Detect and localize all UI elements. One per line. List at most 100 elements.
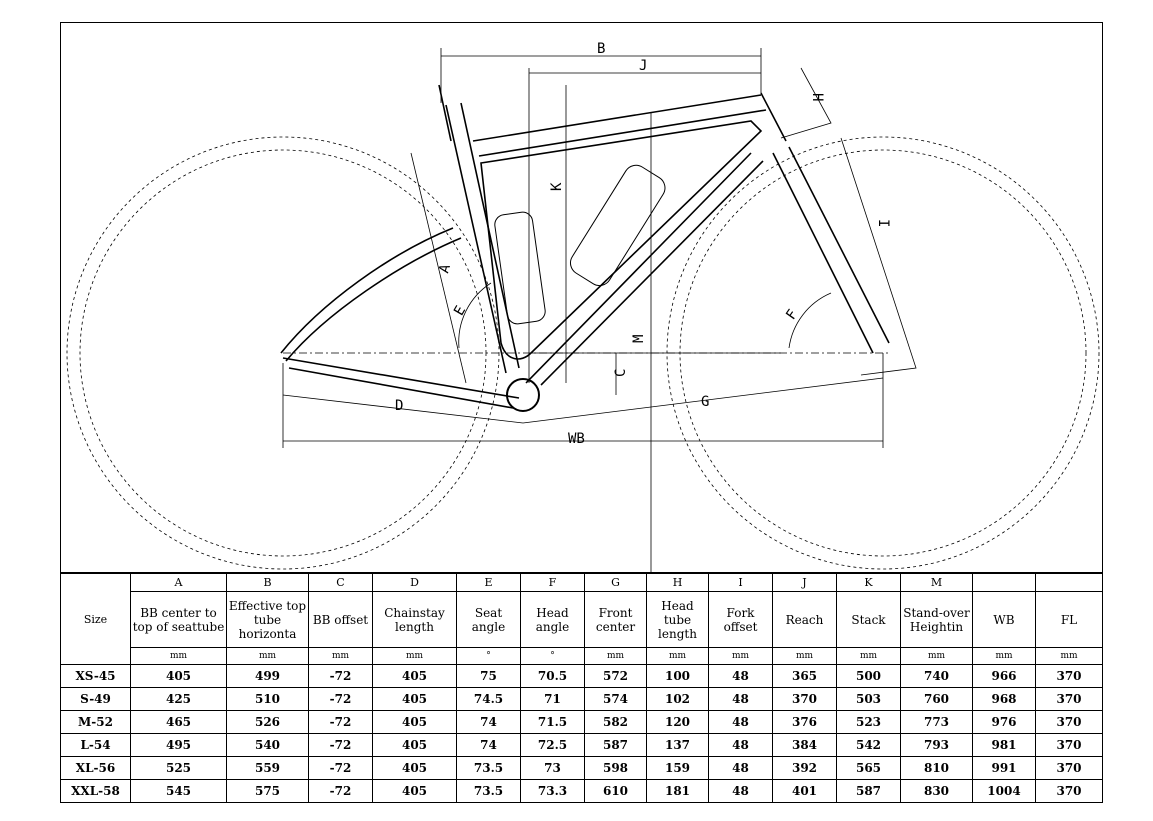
table-cell: 405	[130, 664, 227, 688]
table-cell: 966	[972, 664, 1036, 688]
column-letter: G	[584, 573, 647, 592]
frame-diagram: B J H K I A E F M C D G WB	[66, 41, 1100, 572]
column-name: Front center	[584, 591, 647, 648]
size-cell: XXL-58	[60, 779, 131, 803]
dim-h	[780, 67, 832, 139]
column-unit: °	[456, 647, 521, 665]
table-cell: 48	[708, 779, 773, 803]
table-cell: -72	[308, 664, 373, 688]
column-unit: mm	[646, 647, 709, 665]
dim-label-m: M	[631, 335, 647, 343]
table-cell: 181	[646, 779, 709, 803]
column-letter: B	[226, 573, 309, 592]
table-cell: 1004	[972, 779, 1036, 803]
table-cell: 559	[226, 756, 309, 780]
table-cell: -72	[308, 687, 373, 711]
fork	[772, 152, 874, 354]
dim-a	[410, 152, 467, 384]
column-name: Seat angle	[456, 591, 521, 648]
top-tube	[472, 94, 762, 142]
dim-d	[282, 394, 524, 424]
table-cell: 370	[1035, 664, 1103, 688]
dim-label-b: B	[597, 41, 605, 57]
column-name: Chainstay length	[372, 591, 457, 648]
table-cell: 574	[584, 687, 647, 711]
table-cell: 610	[584, 779, 647, 803]
table-cell: 71.5	[520, 710, 585, 734]
table-cell: 793	[900, 733, 973, 757]
table-cell: 572	[584, 664, 647, 688]
table-cell: 365	[772, 664, 837, 688]
column-name: Stack	[836, 591, 901, 648]
table-cell: 370	[1035, 733, 1103, 757]
top-tube-lower	[478, 109, 767, 157]
chain-stay-inner	[288, 367, 514, 409]
table-cell: 48	[708, 710, 773, 734]
dim-g	[522, 377, 884, 424]
table-cell: 73.5	[456, 756, 521, 780]
table-cell: 74.5	[456, 687, 521, 711]
column-letter: J	[772, 573, 837, 592]
dim-label-e: E	[451, 303, 469, 318]
table-cell: 120	[646, 710, 709, 734]
table-cell: 991	[972, 756, 1036, 780]
table-cell: 73.5	[456, 779, 521, 803]
column-letter: F	[520, 573, 585, 592]
column-name: Head angle	[520, 591, 585, 648]
table-cell: 137	[646, 733, 709, 757]
table-cell: 760	[900, 687, 973, 711]
column-unit: mm	[130, 647, 227, 665]
dim-label-c: C	[613, 369, 629, 377]
table-cell: 370	[1035, 687, 1103, 711]
table-cell: 540	[226, 733, 309, 757]
table-cell: 545	[130, 779, 227, 803]
column-name: Fork offset	[708, 591, 773, 648]
table-cell: 70.5	[520, 664, 585, 688]
dim-label-j: J	[639, 58, 647, 74]
table-cell: 565	[836, 756, 901, 780]
size-cell: XL-56	[60, 756, 131, 780]
table-cell: 405	[372, 779, 457, 803]
table-cell: 582	[584, 710, 647, 734]
table-cell: 48	[708, 756, 773, 780]
table-cell: -72	[308, 733, 373, 757]
table-cell: 525	[130, 756, 227, 780]
dim-label-f: F	[783, 307, 801, 323]
head-tube	[760, 92, 787, 142]
dimension-lines	[282, 48, 917, 572]
column-name: Stand-over Heightin	[900, 591, 973, 648]
table-cell: 370	[772, 687, 837, 711]
column-unit: mm	[772, 647, 837, 665]
dim-i	[840, 137, 917, 376]
column-letter: I	[708, 573, 773, 592]
table-cell: 495	[130, 733, 227, 757]
water-bottle-seat	[494, 211, 546, 325]
table-cell: 503	[836, 687, 901, 711]
size-cell: S-49	[60, 687, 131, 711]
table-cell: 75	[456, 664, 521, 688]
bike-geometry-drawing: B J H K I A E F M C D G WB	[60, 22, 1103, 573]
table-cell: 587	[584, 733, 647, 757]
table-cell: 830	[900, 779, 973, 803]
column-letter	[1035, 573, 1103, 592]
table-cell: 575	[226, 779, 309, 803]
column-unit: mm	[836, 647, 901, 665]
table-cell: 740	[900, 664, 973, 688]
column-unit: mm	[972, 647, 1036, 665]
column-unit: mm	[372, 647, 457, 665]
chain-stay	[282, 357, 520, 399]
table-cell: 74	[456, 710, 521, 734]
table-cell: 526	[226, 710, 309, 734]
table-cell: 968	[972, 687, 1036, 711]
seat-tube-inner	[445, 104, 507, 374]
table-cell: 499	[226, 664, 309, 688]
column-unit: mm	[226, 647, 309, 665]
dim-e-arc	[458, 282, 492, 349]
table-cell: 405	[372, 664, 457, 688]
table-cell: 465	[130, 710, 227, 734]
table-cell: -72	[308, 710, 373, 734]
